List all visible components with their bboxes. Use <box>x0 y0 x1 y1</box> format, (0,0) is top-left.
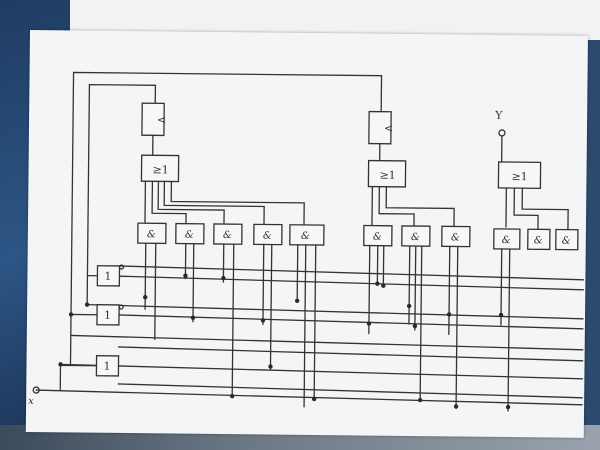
output-label: Y <box>494 109 503 122</box>
not-gate-2: 1 <box>70 304 124 326</box>
svg-text:&: & <box>534 235 543 246</box>
or-gate-3: ≥1 <box>497 161 542 190</box>
output-terminal: Y <box>494 109 506 163</box>
svg-text:&: & <box>451 232 460 243</box>
or-gate-label: ≥1 <box>379 169 395 182</box>
paper-sheet: < < Y ≥1 ≥1 ≥1 & & & <box>25 30 588 438</box>
svg-text:&: & <box>185 230 194 241</box>
svg-text:&: & <box>562 236 571 247</box>
not-gate-1: 1 <box>86 264 125 287</box>
and-gate: & <box>213 223 243 245</box>
input-label: x <box>28 396 34 407</box>
and-gate: & <box>401 225 431 247</box>
signal-bus <box>35 265 585 406</box>
and-gate: & <box>441 225 471 248</box>
and-gate: & <box>363 224 393 247</box>
or-gate-2: ≥1 <box>367 159 407 188</box>
memory-label: < <box>384 122 393 135</box>
junction-dots <box>58 273 511 410</box>
svg-text:&: & <box>373 232 382 243</box>
svg-text:1: 1 <box>104 309 111 322</box>
svg-text:1: 1 <box>103 360 110 373</box>
or-gate-label: ≥1 <box>152 163 168 176</box>
and-gate: & <box>555 228 579 251</box>
or-to-and-wires <box>144 180 569 231</box>
memory-element-1: < <box>141 102 166 137</box>
svg-text:&: & <box>263 230 272 241</box>
and-gate: & <box>493 228 521 250</box>
logic-circuit-diagram: < < Y ≥1 ≥1 ≥1 & & & <box>28 71 585 412</box>
or-gate-label: ≥1 <box>511 170 527 183</box>
and-gate-row: & & & & & & & & & & & <box>137 222 579 251</box>
and-gate-special: & <box>289 224 325 246</box>
svg-text:&: & <box>411 232 420 243</box>
input-terminal: x <box>28 386 40 407</box>
not-gate-3: 1 <box>59 355 120 391</box>
svg-text:1: 1 <box>104 270 111 283</box>
and-gate: & <box>253 223 283 246</box>
and-gate: & <box>175 222 205 245</box>
memory-label: < <box>157 113 166 126</box>
and-gate: & <box>137 222 167 245</box>
or-gate-1: ≥1 <box>140 154 180 183</box>
and-input-wires <box>144 242 511 412</box>
memory-element-2: < <box>368 110 393 145</box>
svg-text:&: & <box>147 229 156 240</box>
feedback-wires <box>69 71 383 367</box>
and-gate: & <box>527 228 551 251</box>
svg-text:&: & <box>223 230 232 241</box>
svg-text:&: & <box>301 231 310 242</box>
svg-text:&: & <box>502 235 511 246</box>
